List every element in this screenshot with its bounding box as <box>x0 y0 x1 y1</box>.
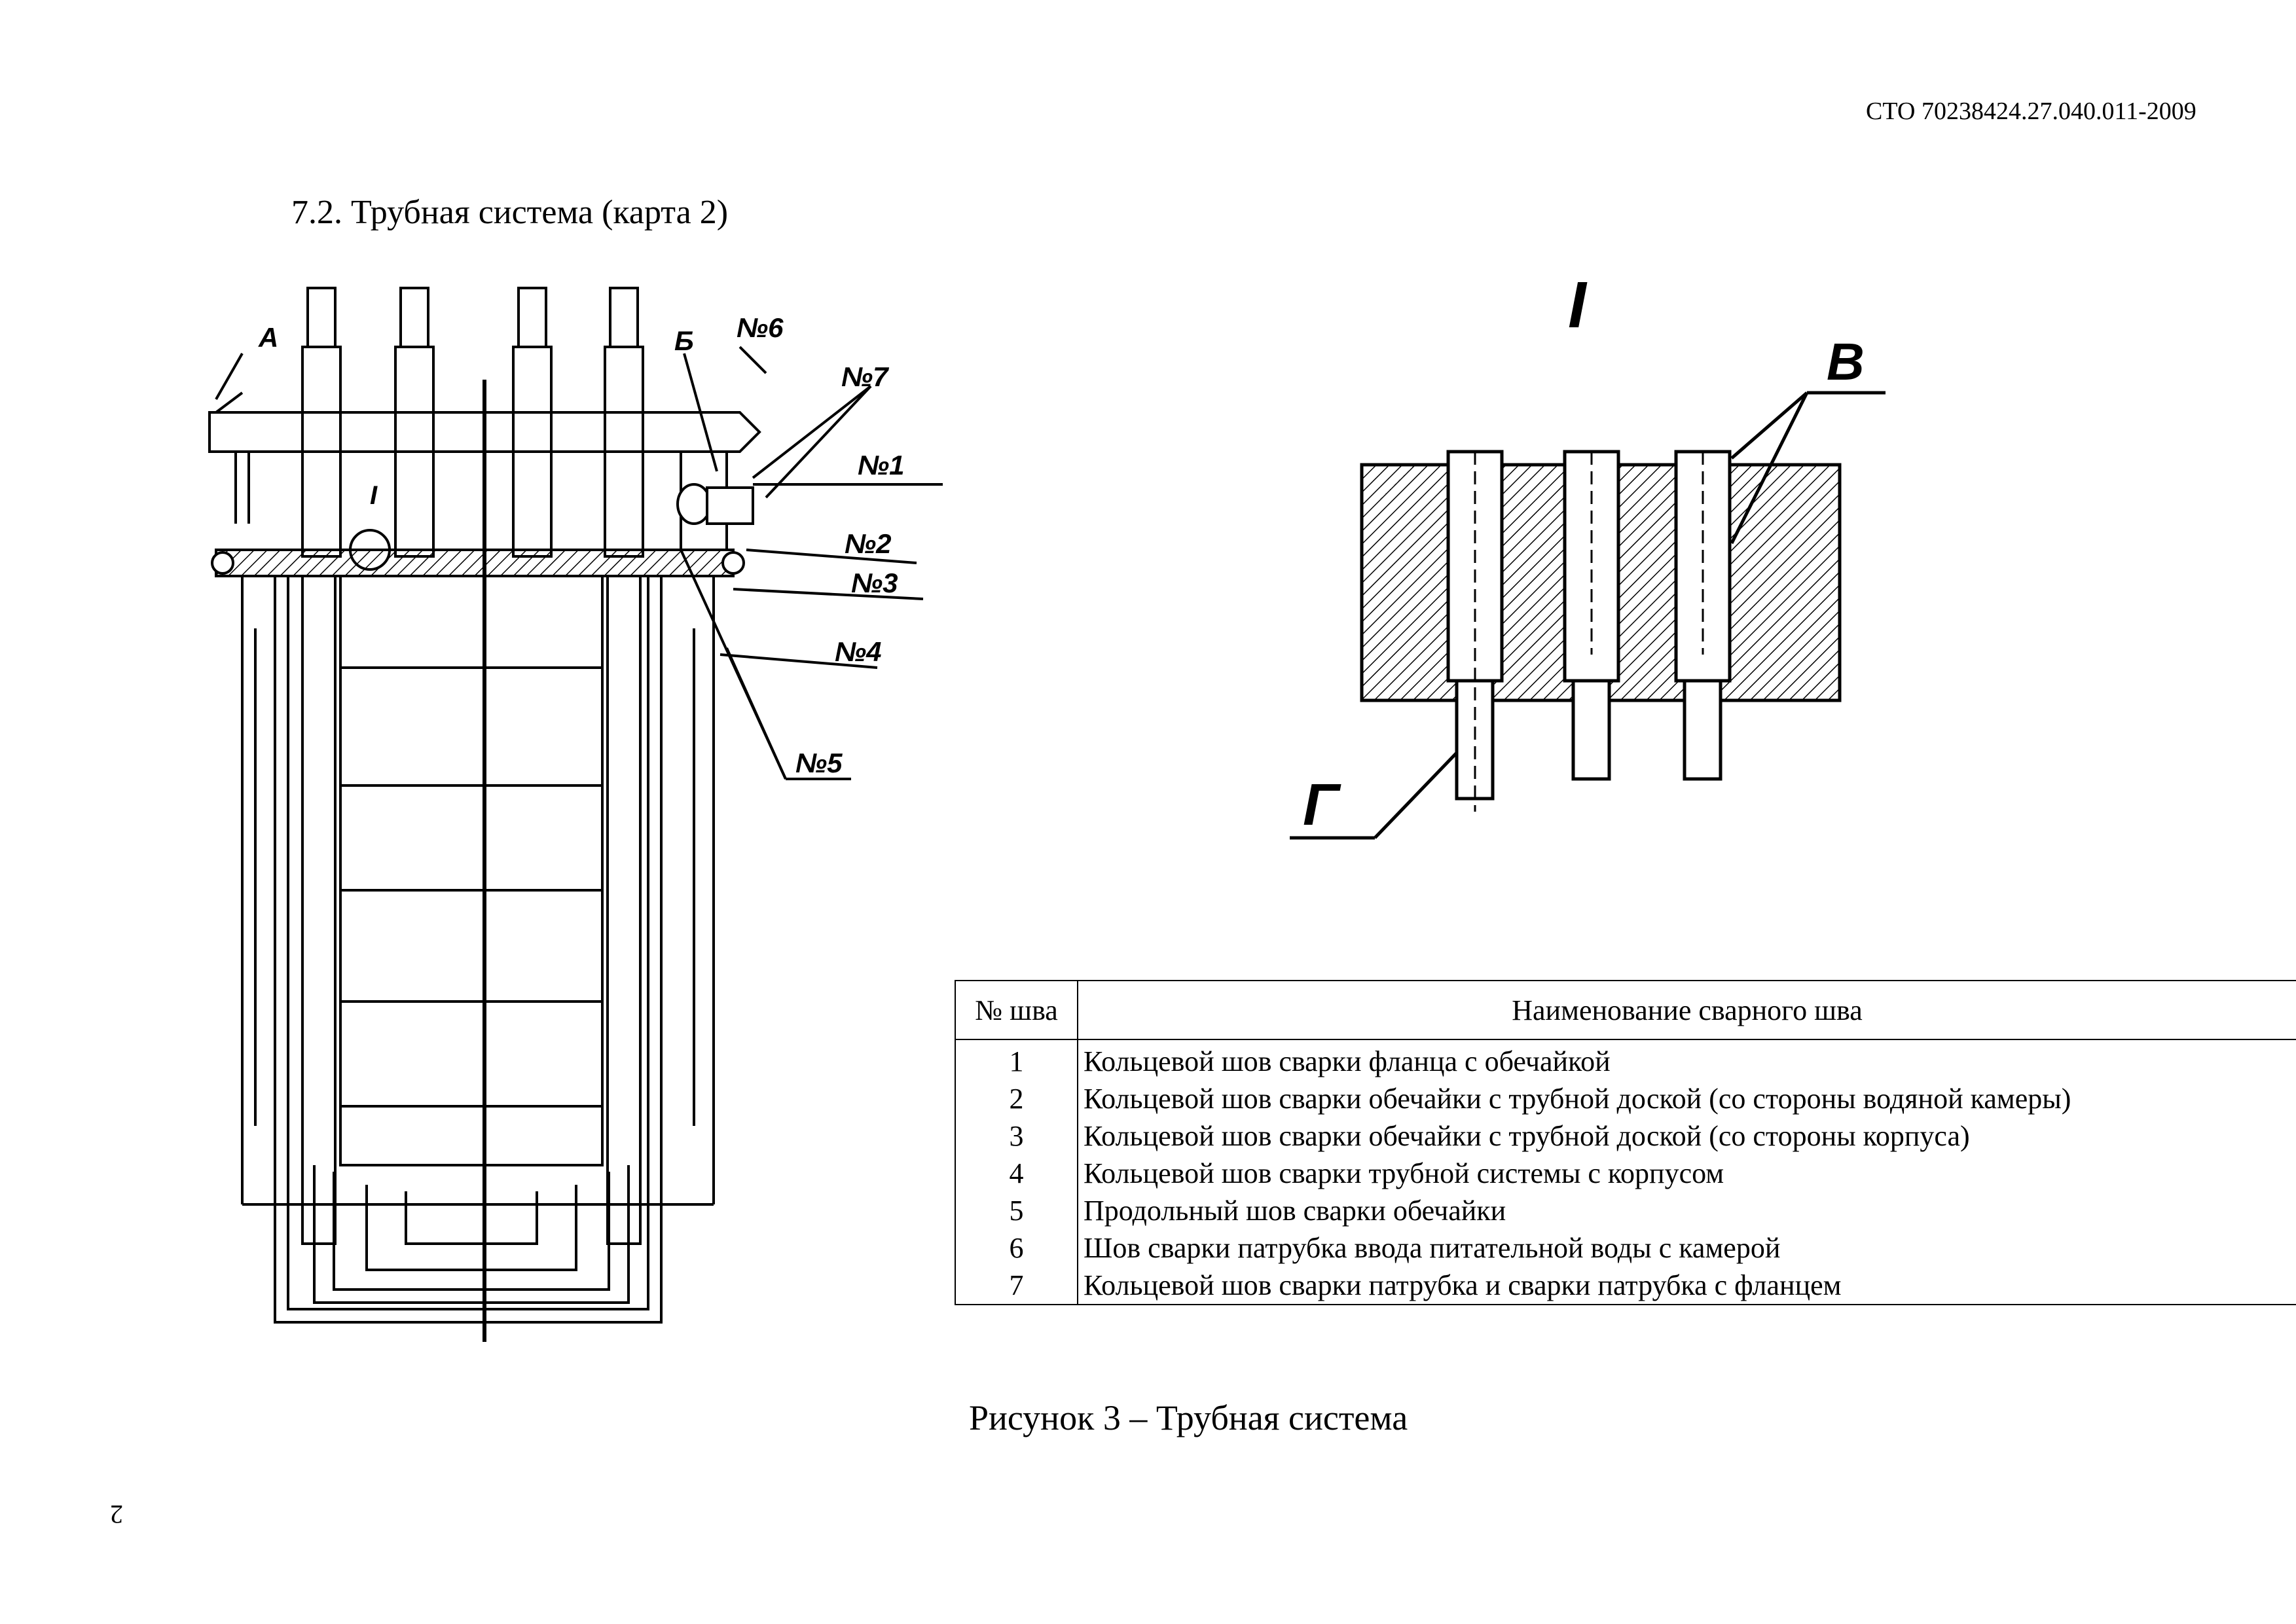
weld-num: 4 <box>955 1155 1078 1192</box>
weld-name: Продольный шов сварки обечайки <box>1084 1195 1506 1227</box>
section-heading: 7.2. Трубная система (карта 2) <box>291 194 729 231</box>
doc-code: СТО 70238424.27.040.011-2009 <box>1866 98 2196 125</box>
weld-num: 5 <box>955 1192 1078 1229</box>
label-n3: №3 <box>851 568 898 598</box>
detail-i-drawing: I В Г <box>1290 268 1886 840</box>
weld-name: Шов сварки патрубка ввода питательной во… <box>1084 1232 1781 1264</box>
weld-name: Кольцевой шов сварки фланца с обечайкой <box>1084 1045 1611 1077</box>
weld-name: Кольцевой шов сварки обечайки с трубной … <box>1084 1120 1970 1152</box>
detail-label-v: В <box>1827 333 1865 391</box>
weld-num: 3 <box>955 1117 1078 1155</box>
weld-num: 2 <box>955 1080 1078 1117</box>
label-n2: №2 <box>845 528 892 559</box>
label-n6: №6 <box>737 312 784 343</box>
label-b: Б <box>674 325 694 356</box>
weld-name: Кольцевой шов сварки патрубка и сварки п… <box>1078 1267 2296 1305</box>
label-n4: №4 <box>835 636 882 667</box>
header-name: Наименование сварного шва <box>1077 980 2296 1040</box>
page-number: 2 <box>110 1500 123 1529</box>
weld-table-header-row: № шва Наименование сварного шва <box>955 980 2296 1040</box>
detail-label-i: I <box>1568 268 1588 342</box>
table-row: 6 Шов сварки патрубка ввода питательной … <box>955 1229 2296 1267</box>
table-row: 4 Кольцевой шов сварки трубной системы с… <box>955 1155 2296 1192</box>
header-num: № шва <box>955 980 1078 1040</box>
label-a: А <box>258 322 278 353</box>
table-row: 7 Кольцевой шов сварки патрубка и сварки… <box>955 1267 2296 1305</box>
table-row: 2 Кольцевой шов сварки обечайки с трубно… <box>955 1080 2296 1117</box>
detail-label-g: Г <box>1303 772 1341 838</box>
label-n5: №5 <box>795 748 843 778</box>
label-n7: №7 <box>841 361 889 392</box>
label-n1: №1 <box>858 450 905 480</box>
figure-caption: Рисунок 3 – Трубная система <box>969 1398 1408 1437</box>
table-row: 3 Кольцевой шов сварки обечайки с трубно… <box>955 1117 2296 1155</box>
weld-num: 1 <box>955 1039 1078 1080</box>
table-row: 5 Продольный шов сварки обечайки <box>955 1192 2296 1229</box>
table-row: 1 Кольцевой шов сварки фланца с обечайко… <box>955 1039 2296 1080</box>
label-view-i: I <box>370 481 378 510</box>
weld-name: Кольцевой шов сварки трубной системы с к… <box>1084 1157 1724 1189</box>
weld-table: № шва Наименование сварного шва 1 Кольце… <box>955 980 2296 1305</box>
weld-name: Кольцевой шов сварки обечайки с трубной … <box>1084 1083 2071 1115</box>
weld-num: 6 <box>955 1229 1078 1267</box>
weld-num: 7 <box>955 1267 1078 1305</box>
tube-system-drawing: А Б №6 №7 №1 №2 №3 №4 №5 I <box>208 287 943 1342</box>
